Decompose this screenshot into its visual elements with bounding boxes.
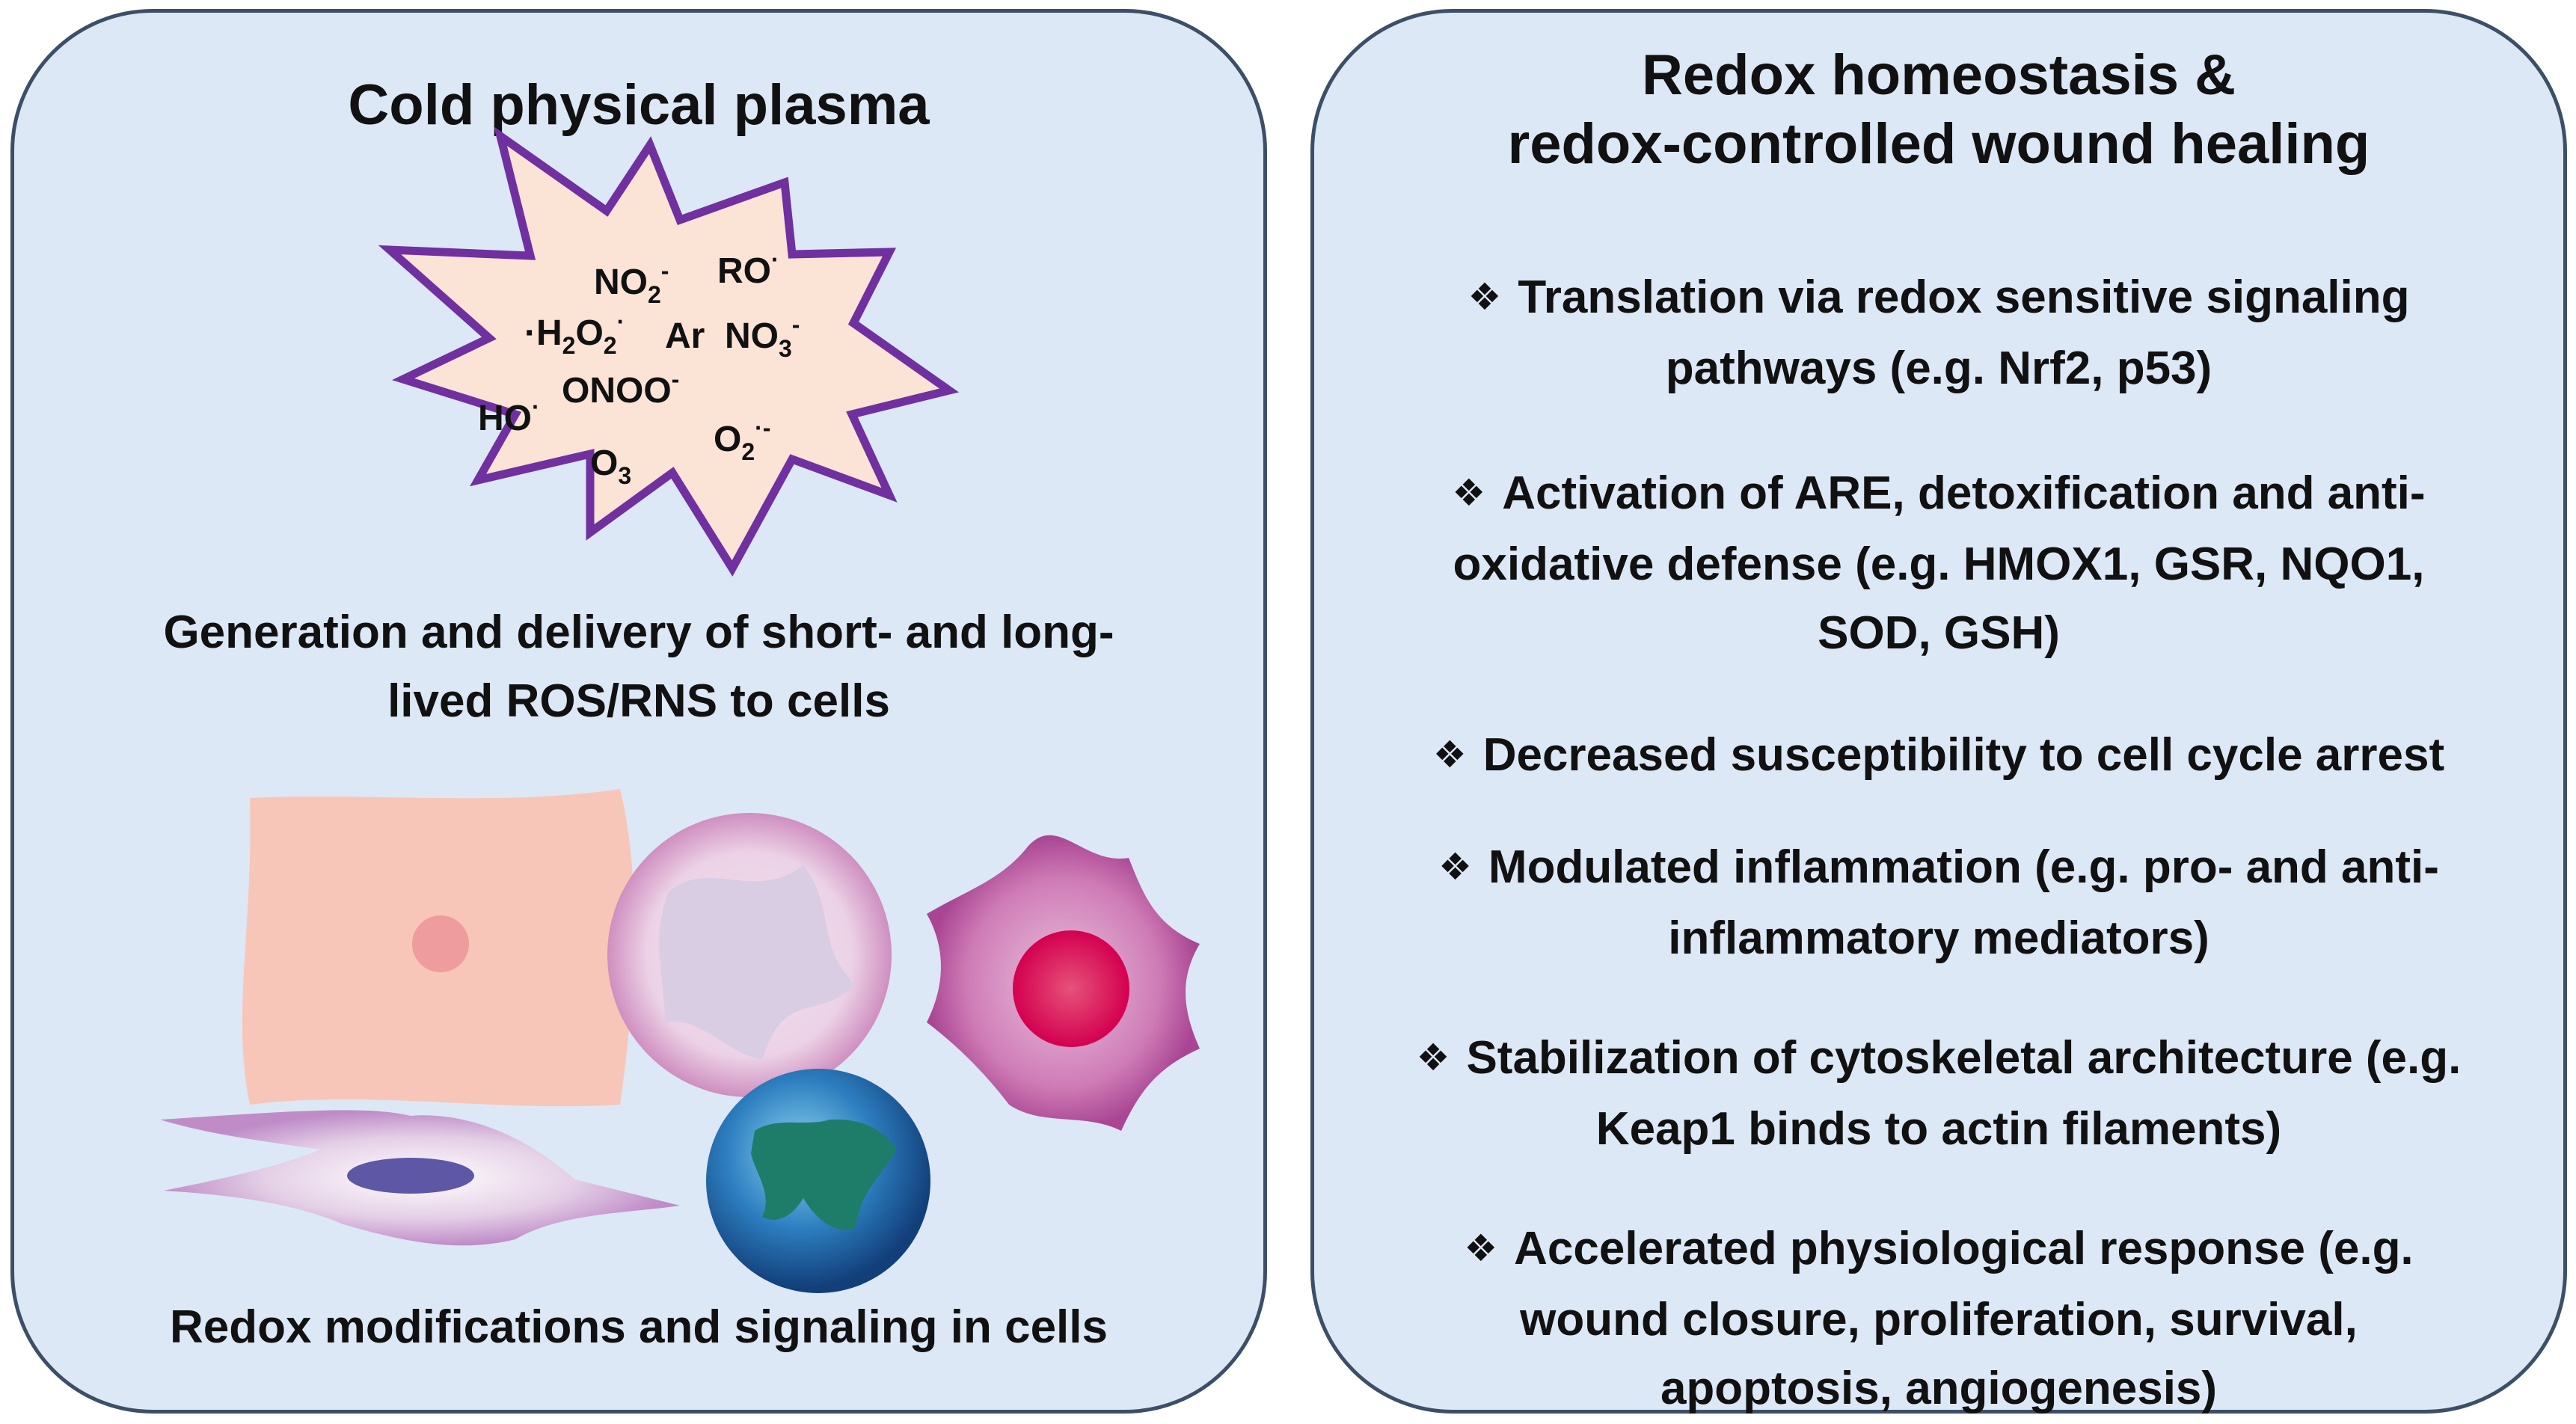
effect-item: ❖ Stabilization of cytoskeletal architect… <box>1314 1024 2563 1164</box>
species-ho: HO· <box>478 393 540 438</box>
burst-star-shape <box>378 126 960 577</box>
reactive-species-group: NO2- RO· ·H2O2· Ar NO3- ONOO- HO· O2·- O… <box>366 121 987 585</box>
effect-item: ❖ Accelerated physiological response (e.g… <box>1314 1215 2563 1423</box>
species-ar: Ar <box>665 316 705 356</box>
effect-text: apoptosis, angiogenesis) <box>1660 1363 2218 1414</box>
effect-text: SOD, GSH) <box>1818 607 2060 659</box>
effect-text: Translation via redox sensitive signalin… <box>1518 271 2410 323</box>
spindle-cell-nucleus <box>347 1158 474 1194</box>
diamond-bullet-icon: ❖ <box>1468 276 1502 318</box>
effect-item: ❖ Decreased susceptibility to cell cycle … <box>1314 721 2563 792</box>
cells-caption: Redox modifications and signaling in cel… <box>170 1301 1108 1353</box>
star-cell-nucleus <box>1013 930 1129 1047</box>
species-h2o2: ·H2O2· <box>524 308 625 359</box>
diamond-bullet-icon: ❖ <box>1416 1037 1450 1078</box>
effect-item: ❖ Modulated inflammation (e.g. pro- and a… <box>1314 833 2563 973</box>
effect-item: ❖ Activation of ARE, detoxification and a… <box>1314 459 2563 668</box>
diamond-bullet-icon: ❖ <box>1438 846 1472 888</box>
species-no2: NO2- <box>594 257 669 308</box>
effect-text: pathways (e.g. Nrf2, p53) <box>1665 343 2212 394</box>
effect-text: wound closure, proliferation, survival, <box>1520 1294 2358 1345</box>
species-o2: O2·- <box>714 414 771 465</box>
effect-text: Activation of ARE, detoxification and an… <box>1502 467 2426 519</box>
wound-healing-title: Redox homeostasis & redox-controlled wou… <box>1507 43 2370 176</box>
species-onoo: ONOO- <box>562 366 680 411</box>
effect-text: Stabilization of cytoskeletal architectu… <box>1466 1032 2462 1084</box>
plasma-burst-icon <box>378 126 960 577</box>
blue-cell-nucleus <box>751 1119 897 1230</box>
diamond-bullet-icon: ❖ <box>1464 1227 1498 1269</box>
species-o3: O3 <box>590 444 632 490</box>
species-no3: NO3- <box>725 311 800 362</box>
effect-text: inflammatory mediators) <box>1668 912 2209 964</box>
plasma-title: Cold physical plasma <box>348 73 930 137</box>
plasma-panel: Cold physical plasma NO2- RO· ·H2O2· Ar … <box>10 9 1267 1414</box>
diamond-bullet-icon: ❖ <box>1452 472 1486 514</box>
wound-healing-panel: Redox homeostasis & redox-controlled wou… <box>1310 9 2567 1414</box>
cells-illustration <box>160 789 1200 1293</box>
epithelial-nucleus <box>412 915 469 972</box>
species-ro: RO· <box>717 246 779 291</box>
diamond-bullet-icon: ❖ <box>1432 734 1467 776</box>
effect-text: Decreased susceptibility to cell cycle a… <box>1482 729 2445 781</box>
effect-text: Modulated inflammation (e.g. pro- and an… <box>1488 841 2439 893</box>
round-cell-nucleus <box>659 865 856 1060</box>
effect-item: ❖ Translation via redox sensitive signali… <box>1314 263 2563 403</box>
effect-text: Accelerated physiological response (e.g. <box>1514 1223 2414 1274</box>
effect-text: Keap1 binds to actin filaments) <box>1595 1103 2282 1155</box>
plasma-caption: Generation and delivery of short- and lo… <box>163 607 1114 727</box>
effect-text: oxidative defense (e.g. HMOX1, GSR, NQO1… <box>1453 538 2425 590</box>
